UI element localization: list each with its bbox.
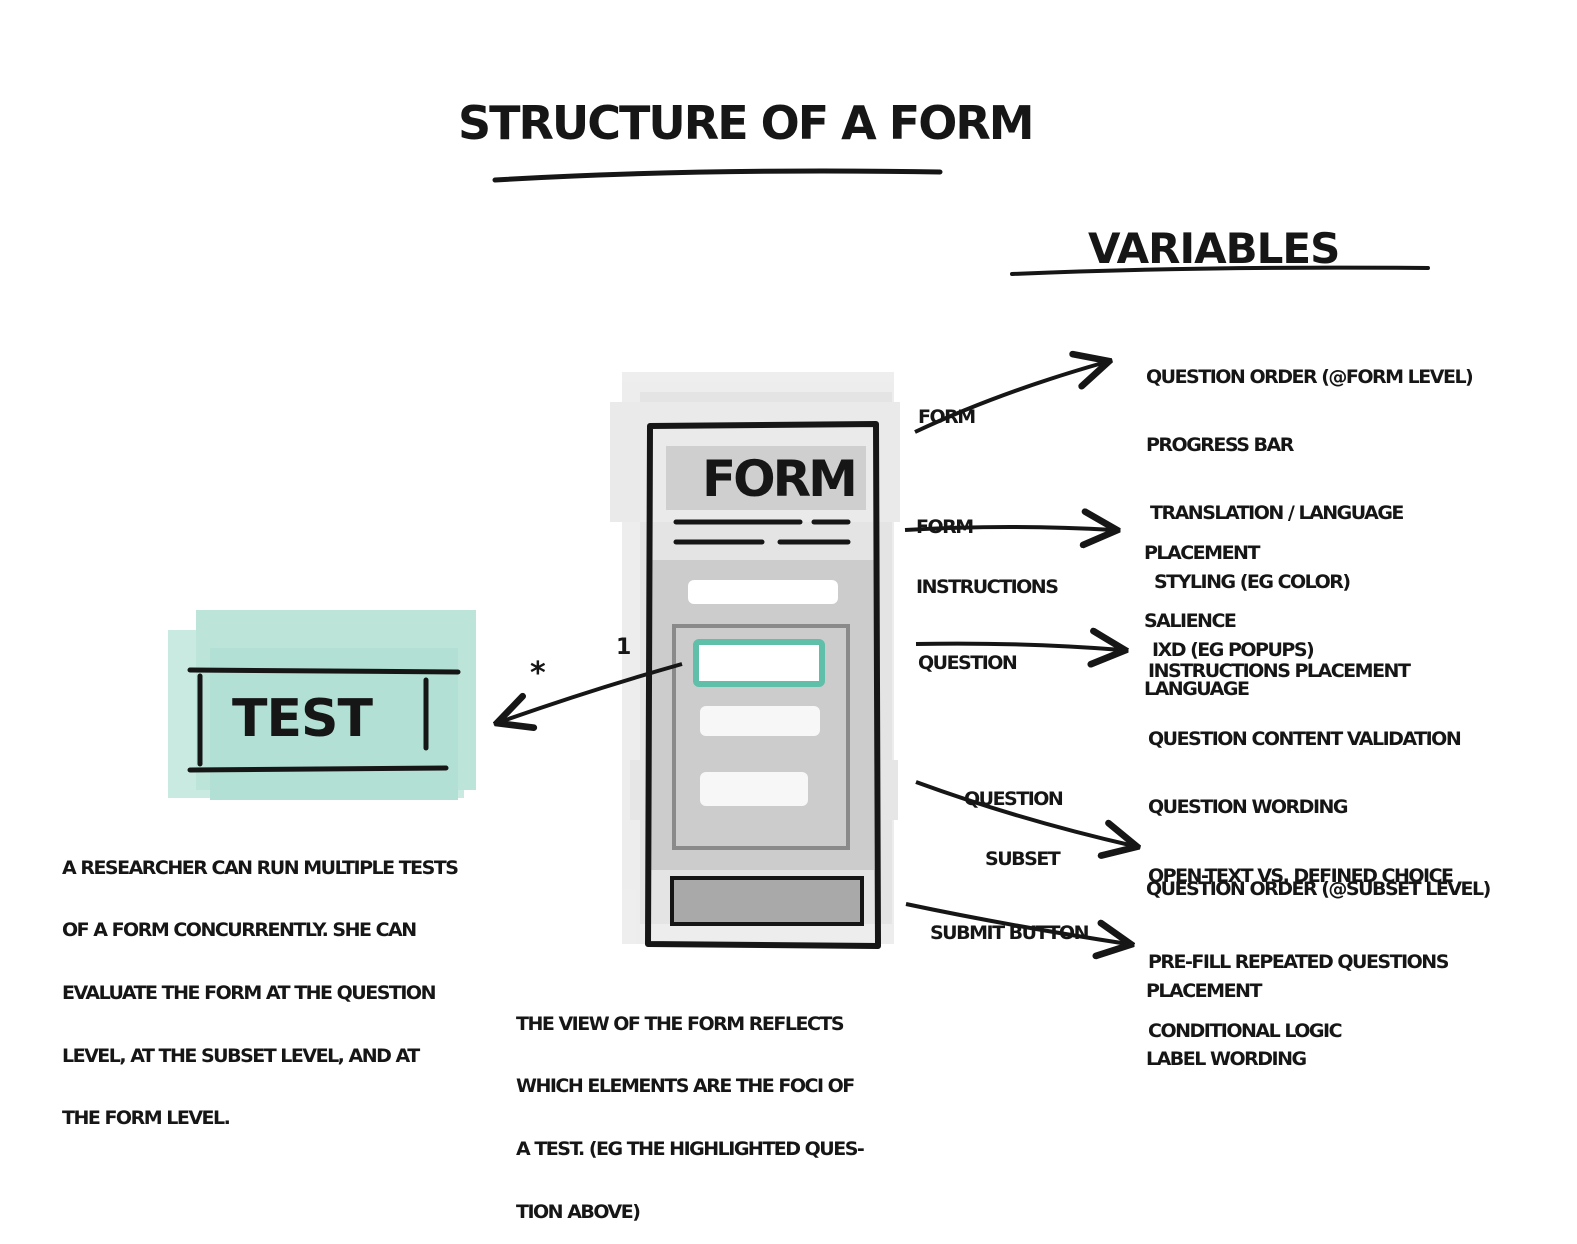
form-input-bar — [700, 706, 820, 736]
submit-button-shape — [670, 876, 864, 926]
variables-list-submit-button: PLACEMENT LABEL WORDING — [1146, 934, 1307, 1094]
list-item: INSTRUCTIONS PLACEMENT — [1148, 659, 1411, 682]
list-item: QUESTION WORDING — [1148, 796, 1349, 819]
multiplicity-target: * — [530, 656, 546, 691]
highlighted-question — [693, 639, 825, 687]
page-title: STRUCTURE OF A FORM — [458, 96, 1035, 150]
list-item: OPEN-TEXT VS. DEFINED CHOICE — [1148, 864, 1454, 887]
diagram-canvas — [168, 168, 1430, 1213]
form-view-note: THE VIEW OF THE FORM REFLECTS WHICH ELEM… — [516, 1012, 865, 1223]
variables-list-form-instructions: PLACEMENT SALIENCE LANGUAGE — [1144, 496, 1260, 724]
list-item: PLACEMENT — [1144, 541, 1260, 564]
form-frame — [645, 421, 881, 949]
arrow-question — [915, 644, 1122, 650]
variables-underline — [1010, 265, 1430, 276]
list-item: LABEL WORDING — [1146, 1047, 1307, 1070]
arrow-question-subset — [915, 780, 1134, 846]
branch-label-form-instructions: FORM INSTRUCTIONS — [916, 515, 1059, 598]
list-item: TRANSLATION / LANGUAGE — [1150, 502, 1404, 525]
test-box-label: TEST — [232, 689, 373, 749]
form-box-label: FORM — [702, 450, 858, 508]
list-item: SALIENCE — [1144, 609, 1237, 632]
list-item: LANGUAGE — [1144, 678, 1250, 701]
form-input-bar — [700, 772, 808, 806]
variables-list-question: INSTRUCTIONS PLACEMENT QUESTION CONTENT … — [1148, 614, 1462, 1065]
list-item: IXD (EG POPUPS) — [1152, 639, 1315, 662]
arrow-form-instructions — [904, 527, 1114, 530]
test-frame — [187, 667, 461, 675]
multiplicity-source: 1 — [616, 635, 631, 660]
branch-label-question-subset: QUESTION SUBSET — [964, 787, 1064, 870]
list-item: STYLING (EG COLOR) — [1154, 570, 1351, 593]
form-input-bar — [688, 580, 838, 604]
list-item: PLACEMENT — [1146, 979, 1262, 1002]
branch-label-submit-button: SUBMIT BUTTON — [930, 921, 1089, 944]
variables-list-question-subset: QUESTION ORDER (@SUBSET LEVEL) — [1146, 832, 1491, 923]
test-frame — [187, 765, 449, 773]
question-to-test-arrow — [500, 662, 683, 722]
researcher-note: A RESEARCHER CAN RUN MULTIPLE TESTS OF A… — [62, 856, 459, 1130]
arrow-submit-button — [905, 902, 1128, 944]
variables-heading: VARIABLES — [1088, 224, 1340, 273]
form-header-shading — [666, 446, 866, 510]
list-item: QUESTION ORDER (@SUBSET LEVEL) — [1146, 877, 1491, 900]
list-item: CONDITIONAL LOGIC — [1148, 1019, 1343, 1042]
branch-label-question: QUESTION — [918, 651, 1018, 674]
list-item: QUESTION CONTENT VALIDATION — [1148, 727, 1462, 750]
arrow-form — [914, 362, 1106, 434]
list-item: QUESTION ORDER (@FORM LEVEL) — [1146, 365, 1474, 388]
title-underline — [492, 168, 943, 183]
branch-label-form: FORM — [918, 405, 976, 428]
list-item: PROGRESS BAR — [1146, 433, 1294, 456]
question-subset-box — [672, 624, 850, 850]
list-item: PRE-FILL REPEATED QUESTIONS — [1148, 951, 1449, 974]
variables-list-form: QUESTION ORDER (@FORM LEVEL) PROGRESS BA… — [1146, 320, 1474, 685]
